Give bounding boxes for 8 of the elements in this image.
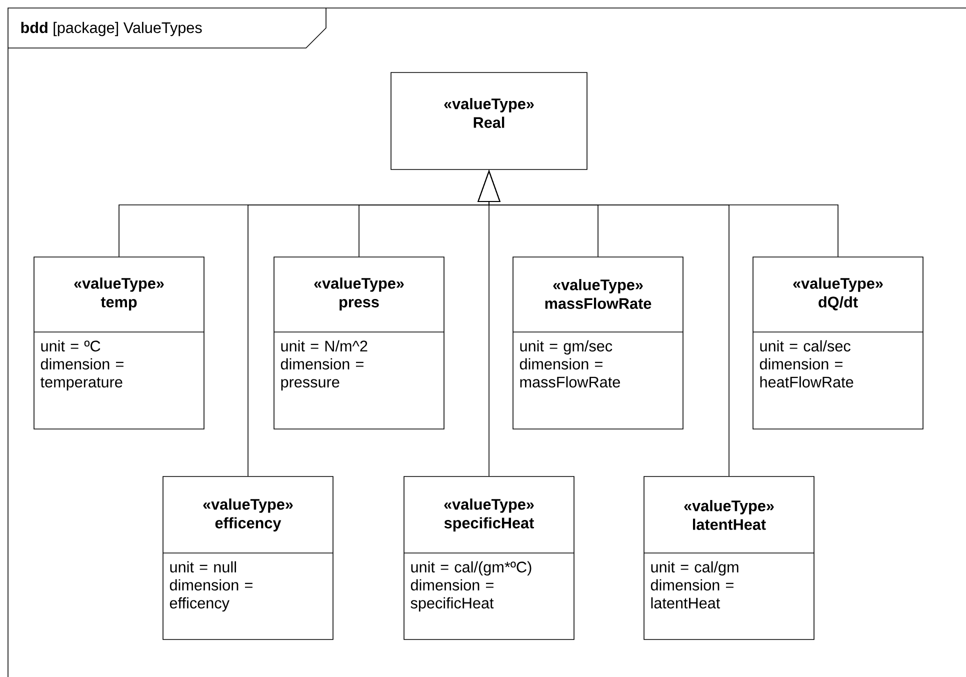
class-box: «valueType» massFlowRate unit = gm/sec dimension = massFlowRate <box>512 256 684 430</box>
class-box: «valueType» press unit = N/m^2 dimension = pressure <box>274 256 444 430</box>
class-box: «valueType» Real <box>390 72 588 170</box>
class-box: «valueType» efficency unit = null dimension = efficency <box>162 476 334 640</box>
class-box: «valueType» temp unit = ºC dimension = temperature <box>34 256 204 430</box>
class-box: «valueType» latentHeat unit = cal/gm dimension = latentHeat <box>644 476 814 640</box>
class-box: «valueType» dQ/dt unit = cal/sec dimension = heatFlowRate <box>752 256 924 430</box>
class-box: «valueType» specificHeat unit = cal/(gm*ºC) dimension = specificHeat <box>404 476 574 640</box>
